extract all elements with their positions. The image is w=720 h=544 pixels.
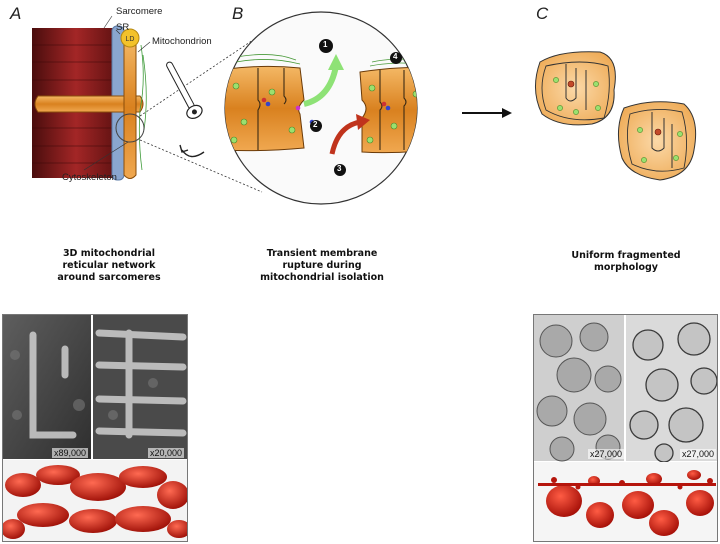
mitochondrion-branch-vertical [123, 36, 137, 179]
caption-b-line-2: rupture during [282, 260, 362, 271]
caption-a-line-3: around sarcomeres [57, 272, 161, 283]
magnification-a-right: x20,000 [148, 448, 185, 458]
mitochondrion-label: Mitochondrion [152, 36, 212, 47]
caption-a-line-1: 3D mitochondrial [62, 248, 156, 259]
panel-c-micrographs [534, 315, 717, 541]
panel-a-micrographs [3, 315, 187, 541]
ld-label: LD [126, 36, 135, 43]
caption-a-line-2: reticular network [62, 260, 156, 271]
mitochondria-render [3, 465, 187, 539]
panel-letter-c: C [536, 4, 549, 23]
cytoskeleton-label: Cytoskeleton [62, 172, 117, 183]
step-markers [310, 39, 402, 176]
zoom-circle-small [115, 113, 145, 143]
caption-c-line-1: Uniform fragmented [571, 250, 681, 261]
caption-a: 3D mitochondrial reticular network aroun… [24, 248, 194, 284]
panel-b-magnified-view [224, 11, 418, 205]
fragmented-mito-1 [535, 51, 616, 126]
magnification-c-left: x27,000 [588, 449, 625, 459]
panel-c-micrograph-frame [533, 314, 718, 542]
caption-b: Transient membrane rupture during mitoch… [237, 248, 407, 284]
sarcomere-label: Sarcomere [116, 6, 163, 17]
transition-arrow [462, 108, 512, 118]
mitochondrion-fragment-right [359, 67, 417, 154]
lipid-droplet [120, 28, 140, 48]
caption-b-line-1: Transient membrane [266, 248, 378, 259]
magnification-a-left: x89,000 [52, 448, 89, 458]
homogenizer-icon [166, 61, 203, 119]
panel-c-schematic [535, 51, 697, 181]
schematic-diagram: LD [32, 11, 697, 205]
step-number-3: 3 [337, 164, 342, 173]
caption-c: Uniform fragmented morphology [541, 250, 711, 274]
magnification-c-right: x27,000 [680, 449, 717, 459]
step-number-4: 4 [393, 52, 398, 61]
step-number-1: 1 [323, 40, 328, 49]
caption-c-line-2: morphology [594, 262, 658, 273]
caption-b-line-3: mitochondrial isolation [260, 272, 384, 283]
panel-letter-b: B [232, 4, 244, 23]
green-release-arrow [303, 65, 339, 107]
panel-letter-a: A [10, 4, 22, 23]
panel-a-micrograph-frame [2, 314, 188, 542]
cytoskeleton-filaments [138, 44, 147, 171]
red-import-arrow [329, 119, 361, 155]
sr-label: SR [116, 22, 130, 33]
step-number-2: 2 [313, 120, 318, 129]
panel-a-schematic: LD [32, 15, 263, 193]
fragmented-mitochondria-render [546, 470, 714, 536]
